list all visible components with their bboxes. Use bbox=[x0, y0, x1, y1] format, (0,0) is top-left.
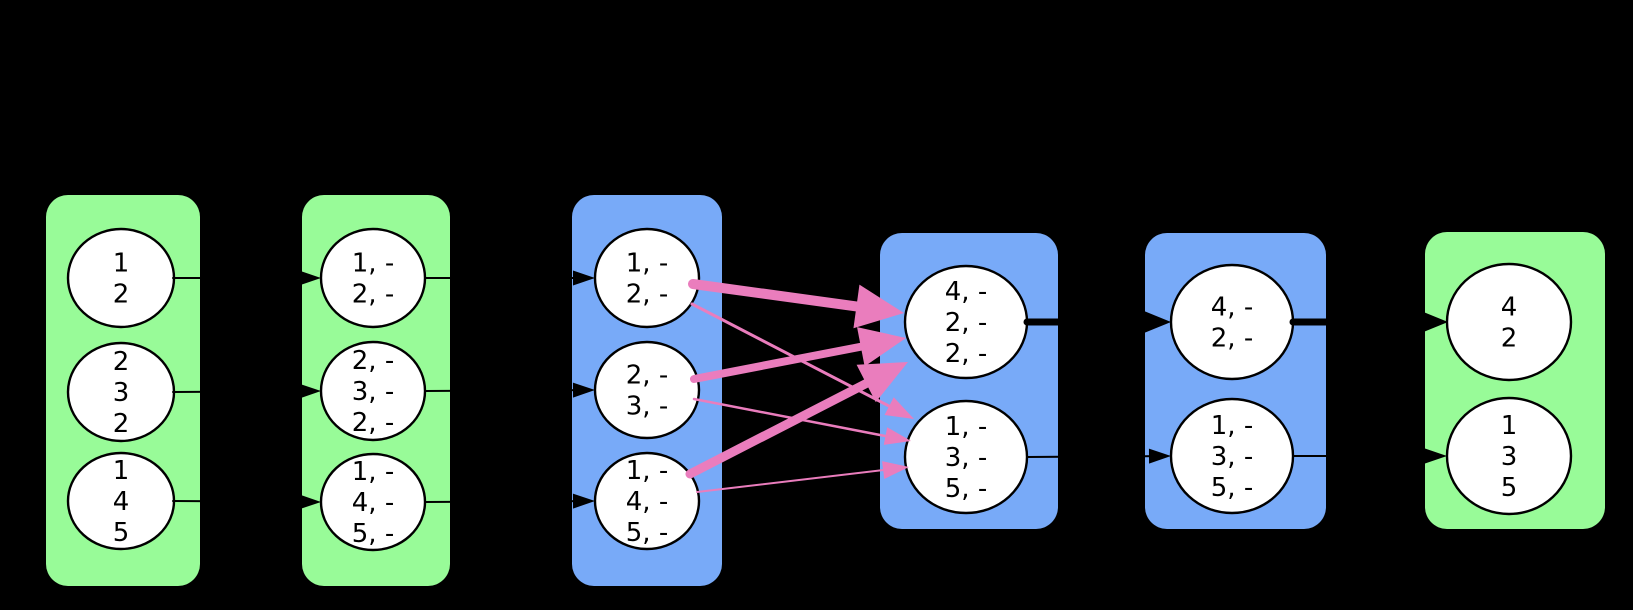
node-label-line: 3, - bbox=[352, 377, 394, 407]
state-node-label-n2-1: 1, -2, - bbox=[352, 249, 394, 310]
node-label-line: 1, - bbox=[1211, 411, 1253, 441]
node-label-line: 2, - bbox=[352, 408, 394, 438]
edge-e5-line bbox=[424, 389, 583, 392]
edge-e2-arrowhead-icon bbox=[298, 383, 321, 399]
state-node-label-n4-2: 1, -3, -5, - bbox=[945, 412, 987, 504]
node-label-line: 4, - bbox=[1211, 293, 1253, 323]
edge-e4-arrowhead-icon bbox=[573, 270, 595, 286]
edge-e6-arrowhead-icon bbox=[572, 493, 595, 509]
node-label-line: 5, - bbox=[945, 474, 987, 504]
state-node-label-n5-1: 4, -2, - bbox=[1211, 293, 1253, 354]
node-label-line: 3, - bbox=[626, 392, 668, 422]
node-label-line: 3, - bbox=[945, 443, 987, 473]
node-label-line: 2, - bbox=[626, 280, 668, 310]
node-label-line: 1 bbox=[113, 456, 130, 486]
node-label-line: 2 bbox=[113, 409, 130, 439]
node-label-line: 5, - bbox=[626, 518, 668, 548]
state-node-label-n2-2: 2, -3, -2, - bbox=[352, 346, 394, 438]
state-node-label-n3-2: 2, -3, - bbox=[626, 361, 668, 422]
node-label-line: 1, - bbox=[352, 457, 394, 487]
node-label-line: 4 bbox=[113, 487, 130, 517]
node-label-line: 2, - bbox=[1211, 324, 1253, 354]
edge-e7-arrowhead-icon bbox=[1144, 311, 1171, 333]
node-label-line: 5, - bbox=[352, 519, 394, 549]
edge-p5-arrowhead-icon bbox=[856, 362, 908, 403]
node-label-line: 2 bbox=[113, 347, 130, 377]
node-label-line: 1, - bbox=[352, 249, 394, 279]
node-label-line: 2, - bbox=[352, 280, 394, 310]
node-label-line: 3, - bbox=[1211, 442, 1253, 472]
edge-e2-line bbox=[172, 390, 309, 393]
state-node-label-n4-1: 4, -2, -2, - bbox=[945, 277, 987, 369]
node-label-line: 5 bbox=[113, 518, 130, 548]
edge-p5-line bbox=[685, 370, 888, 479]
node-label-line: 1 bbox=[113, 249, 130, 279]
edge-p3-arrowhead-icon bbox=[857, 327, 906, 367]
node-label-line: 5 bbox=[1501, 473, 1518, 503]
node-label-line: 4, - bbox=[626, 487, 668, 517]
node-label-line: 4, - bbox=[945, 277, 987, 307]
node-label-line: 2, - bbox=[626, 361, 668, 391]
edge-p2-arrowhead-icon bbox=[884, 397, 914, 419]
edge-e10-arrowhead-icon bbox=[1425, 448, 1447, 464]
edge-e1-arrowhead-icon bbox=[299, 270, 321, 286]
edge-e9-arrowhead-icon bbox=[1421, 311, 1448, 333]
state-node-label-n3-1: 1, -2, - bbox=[626, 249, 668, 310]
node-label-line: 1, - bbox=[626, 249, 668, 279]
node-label-line: 2 bbox=[1501, 324, 1518, 354]
edge-e8-arrowhead-icon bbox=[1148, 448, 1171, 464]
edge-p3-line bbox=[690, 339, 883, 383]
state-node-label-n2-3: 1, -4, -5, - bbox=[352, 457, 394, 549]
node-label-line: 3 bbox=[1501, 442, 1518, 472]
edge-e3-line bbox=[172, 500, 309, 503]
edge-p4-arrowhead-icon bbox=[883, 427, 911, 445]
edge-e6-line bbox=[424, 500, 583, 503]
edge-p1-line bbox=[688, 279, 881, 315]
node-label-line: 2, - bbox=[945, 339, 987, 369]
node-label-line: 5, - bbox=[1211, 473, 1253, 503]
edge-e3-arrowhead-icon bbox=[298, 494, 321, 510]
edge-p6-line bbox=[696, 467, 895, 493]
node-label-line: 2, - bbox=[352, 346, 394, 376]
node-label-line: 4 bbox=[1501, 293, 1518, 323]
edge-p6-arrowhead-icon bbox=[882, 461, 909, 479]
edge-e8-line bbox=[1026, 455, 1159, 458]
edge-e5-arrowhead-icon bbox=[572, 382, 595, 398]
node-label-line: 1, - bbox=[945, 412, 987, 442]
state-node-label-n3-3: 1, -4, -5, - bbox=[626, 456, 668, 548]
node-label-line: 2 bbox=[113, 280, 130, 310]
node-label-line: 2, - bbox=[945, 308, 987, 338]
node-label-line: 4, - bbox=[352, 488, 394, 518]
state-node-label-n5-2: 1, -3, -5, - bbox=[1211, 411, 1253, 503]
node-label-line: 1, - bbox=[626, 456, 668, 486]
node-label-line: 1 bbox=[1501, 411, 1518, 441]
node-label-line: 3 bbox=[113, 378, 130, 408]
edge-p1-arrowhead-icon bbox=[853, 284, 904, 329]
